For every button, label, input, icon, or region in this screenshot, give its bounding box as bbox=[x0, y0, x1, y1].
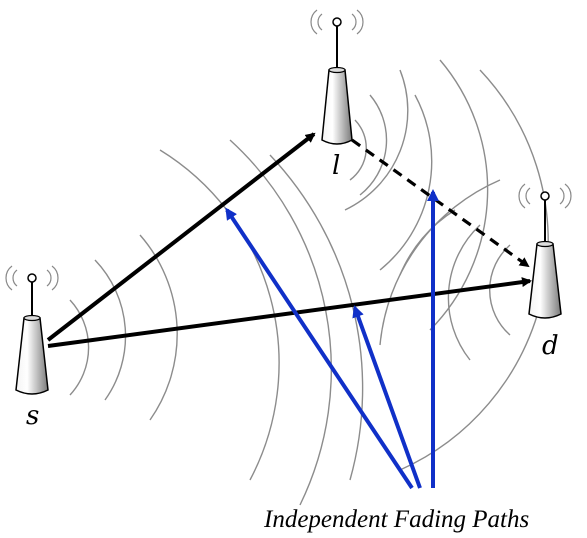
fading-arrow-s-d bbox=[352, 305, 422, 489]
source-label: s bbox=[26, 401, 39, 431]
fading-arrows bbox=[225, 189, 439, 490]
relay-wave-arcs bbox=[344, 59, 549, 471]
link-arrows bbox=[46, 132, 532, 348]
relay-label: l bbox=[332, 151, 340, 181]
destination-wave-arcs bbox=[379, 179, 511, 361]
destination-antenna-icon bbox=[518, 183, 572, 319]
fading-arrow-s-l bbox=[225, 207, 414, 490]
destination-label: d bbox=[542, 331, 559, 361]
source-antenna-icon bbox=[5, 265, 59, 395]
link-l-to-d bbox=[351, 138, 530, 268]
link-s-to-l bbox=[46, 132, 316, 342]
link-s-to-d bbox=[47, 277, 532, 348]
relay-antenna-icon bbox=[310, 9, 364, 145]
fading-paths-caption: Independent Fading Paths bbox=[263, 506, 529, 533]
